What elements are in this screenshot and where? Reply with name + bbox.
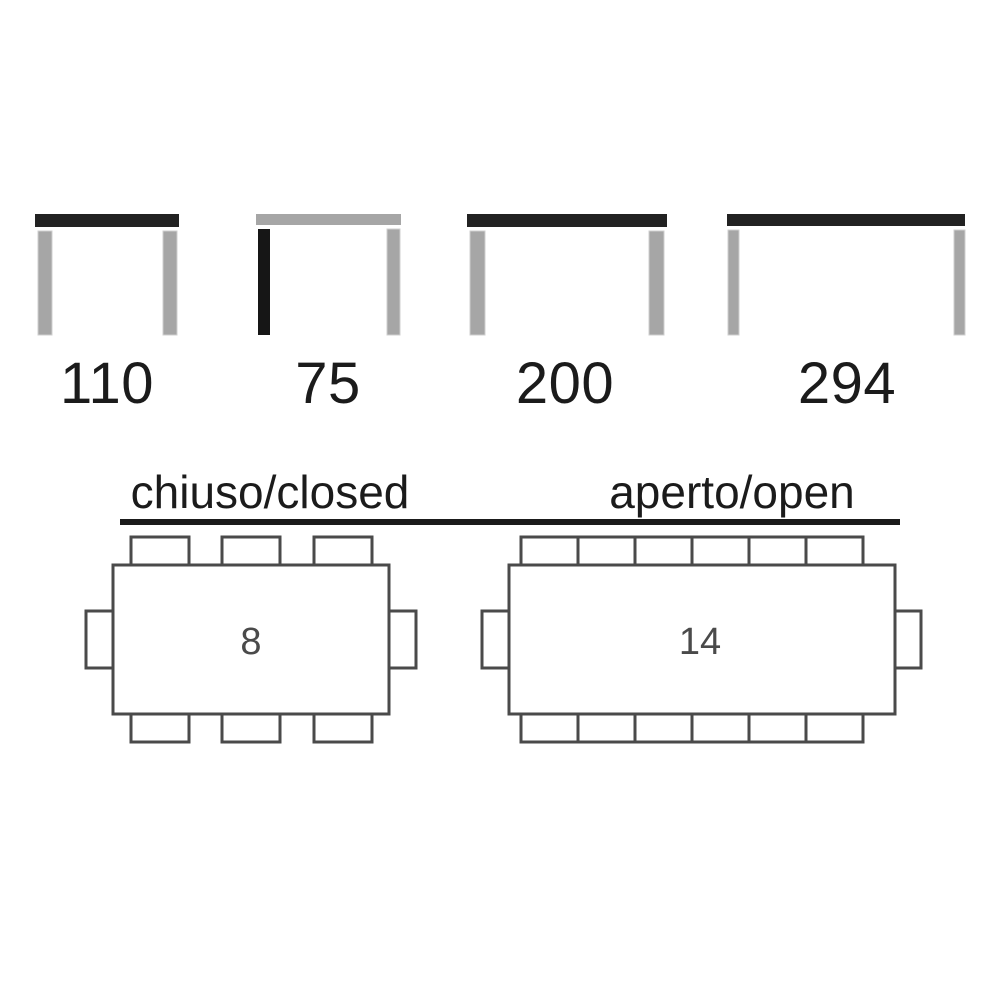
left-leg-75: [258, 229, 270, 335]
right-leg-200: [648, 230, 665, 336]
tabletop-bar-200: [467, 214, 667, 227]
seat-bottom-6: [804, 710, 865, 744]
seat-right-1: [386, 609, 418, 670]
plan-view-open: 14: [480, 535, 923, 744]
seat-bottom-3: [312, 710, 374, 744]
seat-top-2: [220, 535, 282, 569]
seat-bottom-1: [129, 710, 191, 744]
seat-top-6: [804, 535, 865, 569]
elevation-label-75: 75: [295, 351, 361, 416]
seat-bottom-2: [576, 710, 637, 744]
tabletop-bar-110: [35, 214, 179, 227]
seat-top-2: [576, 535, 637, 569]
tabletop-bar-294: [727, 214, 965, 226]
tabletop-plan-open: [507, 563, 897, 716]
tabletop-bar-75: [256, 214, 401, 225]
seat-bottom-1: [519, 710, 580, 744]
seat-top-3: [312, 535, 374, 569]
elevation-110: 110: [35, 214, 179, 416]
elevation-75: 75: [256, 214, 401, 416]
seat-top-3: [633, 535, 694, 569]
mode-label-closed: chiuso/closed: [131, 466, 410, 518]
seat-count-open: 14: [679, 621, 721, 663]
right-leg-75: [386, 228, 401, 336]
left-leg-294: [727, 229, 740, 336]
elevation-label-110: 110: [60, 351, 154, 416]
seat-bottom-5: [747, 710, 808, 744]
tabletop-plan-closed: [111, 563, 391, 716]
right-leg-110: [162, 230, 178, 336]
seat-bottom-2: [220, 710, 282, 744]
seat-left-1: [84, 609, 116, 670]
left-leg-200: [469, 230, 486, 336]
seat-bottom-4: [690, 710, 751, 744]
seat-right-1: [891, 609, 923, 670]
right-leg-294: [953, 229, 966, 336]
elevation-label-294: 294: [798, 351, 896, 416]
seat-top-1: [129, 535, 191, 569]
elevation-200: 200: [467, 214, 667, 416]
plan-view-closed: 8: [84, 535, 418, 744]
seat-bottom-3: [633, 710, 694, 744]
elevation-label-200: 200: [516, 351, 614, 416]
seat-top-4: [690, 535, 751, 569]
seat-top-5: [747, 535, 808, 569]
seat-count-closed: 8: [240, 621, 261, 663]
left-leg-110: [37, 230, 53, 336]
mode-label-open: aperto/open: [609, 466, 855, 518]
section-divider-rule: [120, 519, 900, 525]
seat-left-1: [480, 609, 512, 670]
elevation-294: 294: [727, 214, 966, 416]
seat-top-1: [519, 535, 580, 569]
